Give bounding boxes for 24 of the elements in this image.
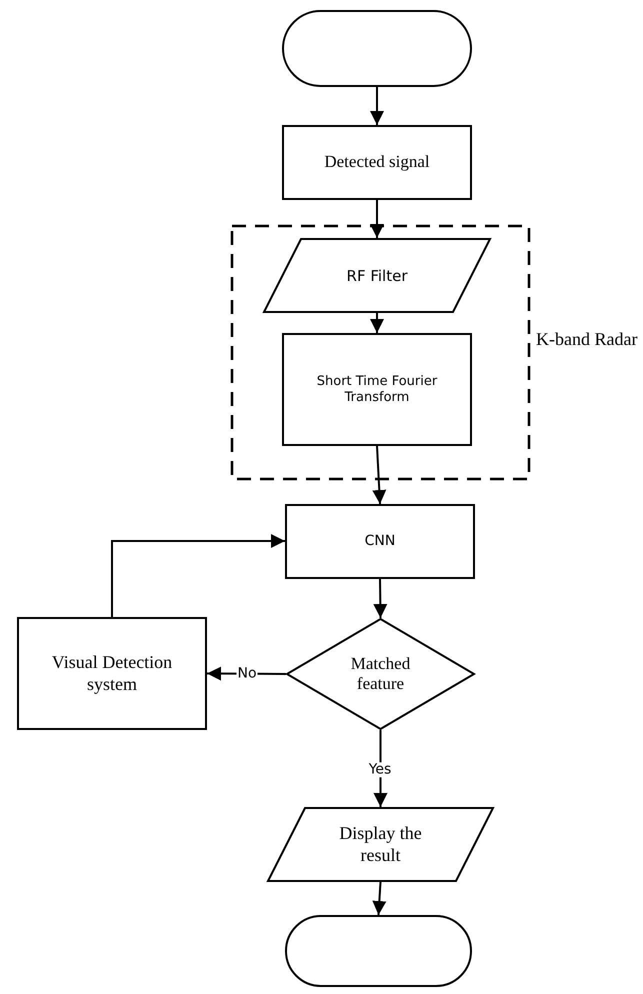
edge-label: Yes [368,762,392,778]
arrow [372,882,386,916]
arrow [370,200,384,238]
process-box [282,125,472,200]
decision-diamond [286,618,475,730]
arrow [370,313,384,333]
arrow [373,578,388,618]
process-box [282,333,472,446]
node-label: Short Time Fourier Transform [316,374,438,406]
node-label: Matched feature [350,654,412,694]
node-label: CNN [364,533,396,550]
dashed-group-frame [231,225,530,480]
process-box [285,504,475,579]
group-label: K-band Radar [536,329,638,350]
arrow [372,446,386,504]
node-label: RF Filter [346,266,408,284]
arrow [370,87,384,125]
arrow [111,534,285,617]
io-parallelogram [263,238,491,313]
node-label: Display the result [338,822,423,866]
io-parallelogram [267,807,494,882]
node-label: Detected signal [323,152,431,173]
node-label: Visual Detection system [50,652,174,696]
process-box [17,617,207,730]
